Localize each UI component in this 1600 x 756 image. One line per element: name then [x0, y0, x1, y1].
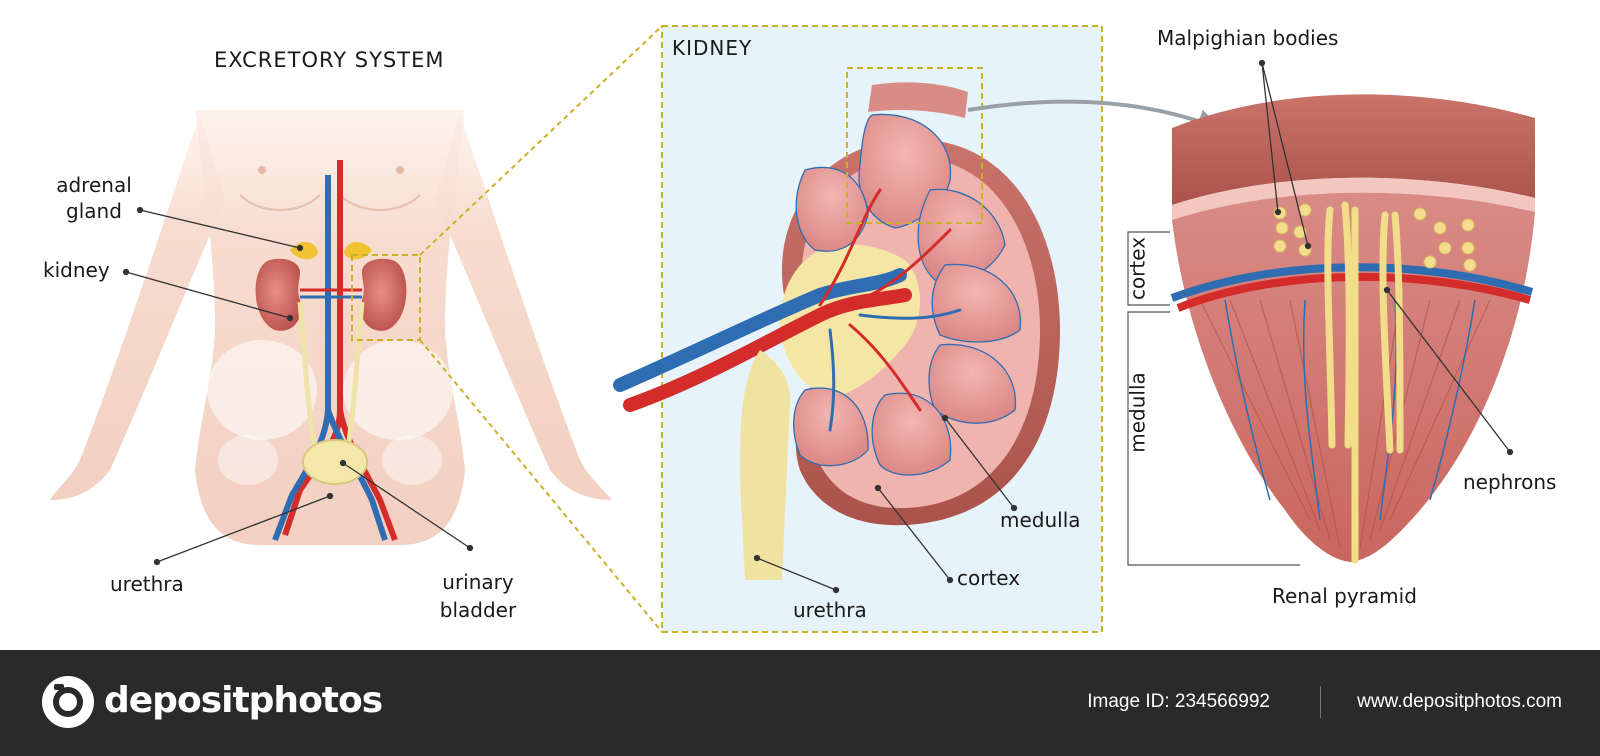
cortex-side-label: cortex — [1125, 236, 1150, 301]
urethra-body-label: urethra — [110, 572, 184, 596]
body-figure — [50, 110, 612, 545]
zoom-arrow — [967, 99, 1222, 133]
leader-lines-middle — [753, 414, 1018, 594]
watermark-footer: depositphotos Image ID: 234566992 www.de… — [0, 650, 1600, 756]
leader-lines-left — [122, 206, 474, 566]
zoom-lines — [419, 25, 663, 633]
illustration — [50, 25, 1535, 633]
adrenal-gland-label: adrenal gland — [56, 173, 132, 223]
renal-pyramid — [1170, 94, 1535, 564]
medulla-side-label: medulla — [1125, 372, 1150, 453]
excretory-system-title: EXCRETORY SYSTEM — [214, 48, 445, 72]
footer-divider — [1320, 686, 1321, 718]
leader-lines-right — [1258, 59, 1514, 456]
nephrons-label: nephrons — [1463, 470, 1557, 494]
brand-name: depositphotos — [104, 680, 383, 721]
urethra-kidney-label: urethra — [793, 598, 867, 622]
kidney-body-label: kidney — [43, 258, 110, 282]
renal-pyramid-label: Renal pyramid — [1272, 584, 1417, 608]
kidney-lobes — [793, 113, 1022, 476]
urinary-bladder-label: urinary bladder — [439, 570, 517, 622]
camera-logo-icon — [42, 676, 94, 728]
site-url: www.depositphotos.com — [1357, 691, 1562, 712]
malpighian-bodies-label: Malpighian bodies — [1157, 26, 1339, 50]
region-brackets — [1127, 231, 1300, 566]
kidney-panel-title: KIDNEY — [672, 36, 753, 60]
cortex-kidney-label: cortex — [957, 566, 1021, 590]
image-id: Image ID: 234566992 — [1087, 691, 1270, 712]
kidney-vessels — [613, 188, 962, 432]
medulla-kidney-label: medulla — [1000, 508, 1081, 532]
kidney-panel — [613, 25, 1103, 633]
